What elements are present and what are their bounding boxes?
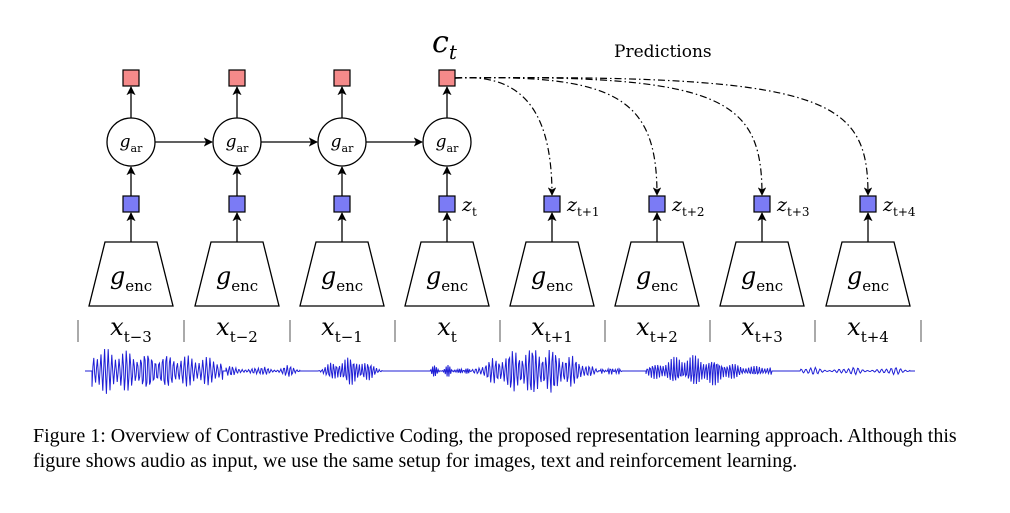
input-label: xt+2: [636, 313, 678, 346]
prediction-arrow: [454, 77, 767, 196]
encoder-trapezoid: [88, 241, 174, 307]
input-label: xt: [437, 313, 457, 346]
latent-label: zt+2: [671, 194, 705, 219]
latent-box: [228, 195, 246, 213]
encoder-trapezoid: [404, 241, 490, 307]
ar-cell: [317, 117, 367, 167]
prediction-arrow: [454, 77, 873, 196]
encoder-label: genc: [531, 262, 573, 295]
ar-label: gar: [331, 132, 354, 155]
encoder-trapezoid: [509, 241, 595, 307]
input-label: xt+1: [531, 313, 573, 346]
ar-cell: [212, 117, 262, 167]
encoders: genc genc genc genc genc genc genc genc: [88, 241, 911, 307]
prediction-arrow: [454, 77, 662, 196]
latent-label: zt+3: [776, 194, 810, 219]
input-label: xt+4: [847, 313, 889, 346]
encoder-label: genc: [321, 262, 363, 295]
latent-boxes: zt zt+1 zt+2 zt+3 zt+4: [122, 194, 916, 219]
context-box: [333, 69, 351, 87]
context-box: [122, 69, 140, 87]
latent-label: zt+4: [882, 194, 916, 219]
encoder-trapezoid: [194, 241, 280, 307]
encoder-label: genc: [426, 262, 468, 295]
ar-label: gar: [120, 132, 143, 155]
figure-caption: Figure 1: Overview of Contrastive Predic…: [33, 425, 957, 472]
latent-label: zt: [461, 194, 477, 219]
latent-box: [648, 195, 666, 213]
latent-box: [543, 195, 561, 213]
connections: [126, 86, 873, 242]
encoder-trapezoid: [614, 241, 700, 307]
latent-box: [753, 195, 771, 213]
encoder-label: genc: [216, 262, 258, 295]
input-label: xt+3: [741, 313, 783, 346]
encoder-trapezoid: [719, 241, 805, 307]
latent-box: [122, 195, 140, 213]
input-label: xt−1: [321, 313, 363, 346]
context-label: ct: [432, 25, 458, 64]
encoder-trapezoid: [825, 241, 911, 307]
ar-label: gar: [436, 132, 459, 155]
input-segments: xt−3 xt−2 xt−1 xt xt+1 xt+2 xt+3 xt+4: [77, 313, 922, 346]
ar-label: gar: [226, 132, 249, 155]
encoder-label: genc: [847, 262, 889, 295]
encoder-label: genc: [110, 262, 152, 295]
input-label: xt−2: [216, 313, 258, 346]
encoder-label: genc: [636, 262, 678, 295]
encoder-label: genc: [741, 262, 783, 295]
latent-box: [333, 195, 351, 213]
input-label: xt−3: [110, 313, 152, 346]
latent-box: [859, 195, 877, 213]
audio-waveform: [85, 348, 915, 394]
context-boxes: [122, 69, 456, 87]
ar-cell: [422, 117, 472, 167]
latent-box: [438, 195, 456, 213]
context-box: [228, 69, 246, 87]
encoder-trapezoid: [299, 241, 385, 307]
waveform-trace: [85, 348, 915, 394]
ar-cell: [106, 117, 156, 167]
predictions-label: Predictions: [614, 42, 712, 62]
context-box: [438, 69, 456, 87]
autoregressive-cells: gar gar gar gar: [106, 117, 472, 167]
prediction-arrows: [454, 76, 873, 196]
latent-label: zt+1: [566, 194, 600, 219]
